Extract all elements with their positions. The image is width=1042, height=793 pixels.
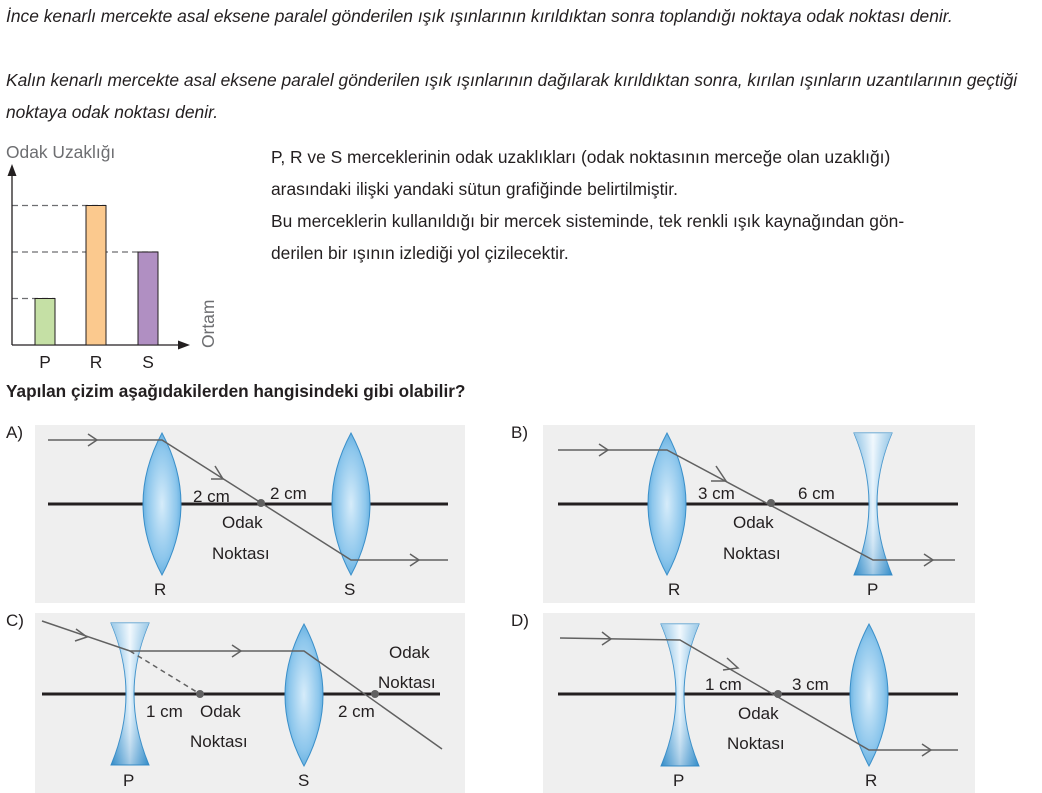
chart-tick-label: R	[90, 352, 103, 372]
chart-tick-label: P	[39, 352, 51, 372]
focal-point	[774, 690, 782, 698]
lens-label: S	[298, 771, 309, 790]
option-a-diagram[interactable]: 2 cm 2 cm Odak Noktası R S	[35, 425, 465, 603]
distance-label: 2 cm	[193, 487, 230, 506]
focal-point	[767, 499, 775, 507]
focal-label: Odak	[733, 513, 774, 532]
chart-bar-p	[34, 298, 56, 346]
chart-y-arrow	[7, 164, 17, 176]
focal-label: Odak	[389, 643, 430, 662]
focal-label: Odak	[200, 702, 241, 721]
concave-lens-icon	[660, 623, 700, 767]
distance-label: 3 cm	[698, 484, 735, 503]
chart-ylabel: Odak Uzaklığı	[6, 142, 115, 162]
focal-label: Odak	[222, 513, 263, 532]
convex-lens-icon	[647, 431, 687, 577]
thick-lens-definition: Kalın kenarlı mercekte asal eksene paral…	[6, 70, 1018, 122]
lens-label: P	[123, 771, 134, 790]
option-d-diagram[interactable]: 1 cm 3 cm Odak Noktası P R	[543, 613, 975, 793]
focal-length-chart: Odak Uzaklığı P R S Ortam	[6, 142, 218, 372]
distance-label: 3 cm	[792, 675, 829, 694]
lens-label: S	[344, 580, 355, 599]
option-b-diagram[interactable]: 3 cm 6 cm Odak Noktası R P	[543, 425, 975, 603]
lens-label: R	[865, 771, 877, 790]
focal-point	[257, 499, 265, 507]
option-label-b[interactable]: B)	[511, 423, 528, 442]
lens-label: R	[154, 580, 166, 599]
concave-lens-icon	[853, 432, 893, 576]
chart-tick-label: S	[142, 352, 154, 372]
focal-label: Noktası	[727, 734, 785, 753]
ray-extension	[129, 650, 201, 695]
chart-x-arrow	[178, 340, 190, 350]
distance-label: 2 cm	[270, 484, 307, 503]
light-ray	[41, 620, 443, 750]
chart-bar-s	[137, 251, 159, 346]
intro-line: P, R ve S merceklerinin odak uzaklıkları…	[271, 147, 891, 167]
focal-label: Noktası	[212, 544, 270, 563]
distance-label: 1 cm	[146, 702, 183, 721]
option-c-diagram[interactable]: 1 cm 2 cm Odak Noktası Odak Noktası P S	[35, 613, 465, 793]
chart-bar-r	[85, 205, 107, 346]
distance-label: 1 cm	[705, 675, 742, 694]
convex-lens-icon	[142, 431, 182, 577]
lens-label: R	[668, 580, 680, 599]
concave-lens-icon	[110, 622, 150, 766]
option-label-a[interactable]: A)	[6, 423, 23, 442]
light-ray	[48, 433, 448, 567]
focal-label: Noktası	[378, 673, 436, 692]
intro-line: Bu merceklerin kullanıldığı bir mercek s…	[271, 211, 905, 231]
intro-line: derilen bir ışının izlediği yol çizilece…	[271, 243, 569, 263]
lens-label: P	[867, 580, 878, 599]
distance-label: 2 cm	[338, 702, 375, 721]
focal-point	[371, 690, 379, 698]
lens-label: P	[673, 771, 684, 790]
focal-point	[196, 690, 204, 698]
question-text: Yapılan çizim aşağıdakilerden hangisinde…	[6, 381, 466, 401]
convex-lens-icon	[331, 431, 371, 577]
thin-lens-definition: İnce kenarlı mercekte asal eksene parale…	[6, 6, 953, 26]
focal-label: Noktası	[723, 544, 781, 563]
intro-line: arasındaki ilişki yandaki sütun grafiğin…	[271, 179, 678, 199]
chart-xlabel: Ortam	[198, 300, 218, 348]
focal-label: Noktası	[190, 732, 248, 751]
intro-text: P, R ve S merceklerinin odak uzaklıkları…	[271, 141, 1041, 269]
chart-reference-lines	[12, 204, 158, 300]
distance-label: 6 cm	[798, 484, 835, 503]
focal-label: Odak	[738, 704, 779, 723]
convex-lens-icon	[849, 622, 889, 768]
option-label-d[interactable]: D)	[511, 611, 529, 630]
option-label-c[interactable]: C)	[6, 611, 24, 630]
convex-lens-icon	[284, 622, 324, 768]
